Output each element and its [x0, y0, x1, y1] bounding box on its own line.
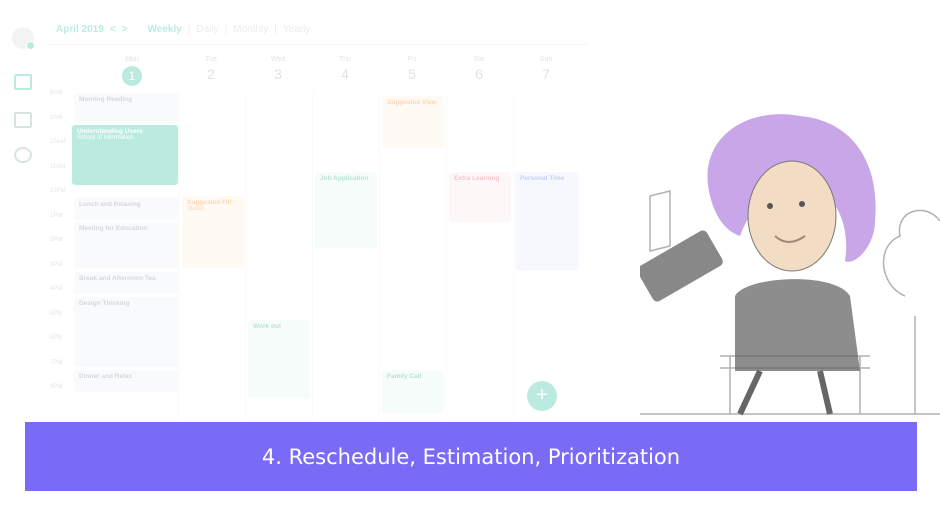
add-event-button[interactable]: +: [527, 381, 557, 411]
tree-icon: [883, 209, 940, 297]
legs: [737, 369, 833, 416]
event-family-call[interactable]: Family Call: [382, 370, 444, 414]
smile: [774, 235, 806, 243]
event-personal-time[interactable]: Personal Time: [515, 172, 579, 270]
window-frame: [649, 190, 671, 252]
column-divider: [446, 92, 447, 418]
character: [640, 114, 876, 416]
calendar-icon[interactable]: [14, 74, 32, 90]
chart-icon[interactable]: [14, 112, 32, 128]
event-meeting[interactable]: Meeting for Education: [74, 222, 178, 268]
next-week-button[interactable]: >: [121, 24, 128, 35]
event-lunch[interactable]: Lunch and Relaxing: [74, 198, 178, 220]
user-avatar[interactable]: [12, 27, 35, 50]
event-extra-learning[interactable]: Extra Learning: [449, 172, 511, 222]
tablet-device: [640, 230, 723, 302]
view-yearly[interactable]: Yearly: [282, 24, 311, 35]
event-morning-reading[interactable]: Morning Reading: [74, 93, 178, 123]
column-divider: [245, 92, 246, 418]
calendar-app: April 2019 < > Weekly | Daily | Monthly …: [12, 24, 588, 418]
column-divider: [178, 92, 179, 418]
right-eye: [799, 201, 805, 207]
face: [747, 160, 837, 272]
prev-week-button[interactable]: <: [109, 24, 116, 35]
event-job-application[interactable]: Job Application: [315, 172, 377, 248]
header-divider: [48, 44, 588, 45]
month-label: April 2019: [56, 24, 104, 35]
event-work-out[interactable]: Work out: [248, 320, 310, 398]
settings-icon[interactable]: [14, 147, 32, 163]
jacket: [735, 279, 860, 371]
view-monthly[interactable]: Monthly: [233, 24, 269, 35]
column-divider: [513, 92, 514, 418]
event-dinner[interactable]: Dinner and Relax: [74, 370, 178, 392]
view-weekly[interactable]: Weekly: [147, 24, 182, 35]
person-illustration: [640, 114, 940, 416]
caption-banner: 4. Reschedule, Estimation, Prioritizatio…: [25, 422, 917, 491]
online-status-dot: [26, 41, 35, 50]
left-eye: [767, 203, 773, 209]
event-design-thinking[interactable]: Design Thinking: [74, 297, 178, 367]
caption-text: 4. Reschedule, Estimation, Prioritizatio…: [261, 444, 681, 469]
column-divider: [379, 92, 380, 418]
view-daily[interactable]: Daily: [196, 24, 219, 35]
column-divider: [312, 92, 313, 418]
event-suggested-view[interactable]: Suggested View: [382, 96, 444, 148]
event-break[interactable]: Break and Afternoon Tea: [74, 272, 178, 294]
hair: [707, 114, 876, 262]
calendar-toolbar: April 2019 < > Weekly | Daily | Monthly …: [56, 24, 311, 35]
